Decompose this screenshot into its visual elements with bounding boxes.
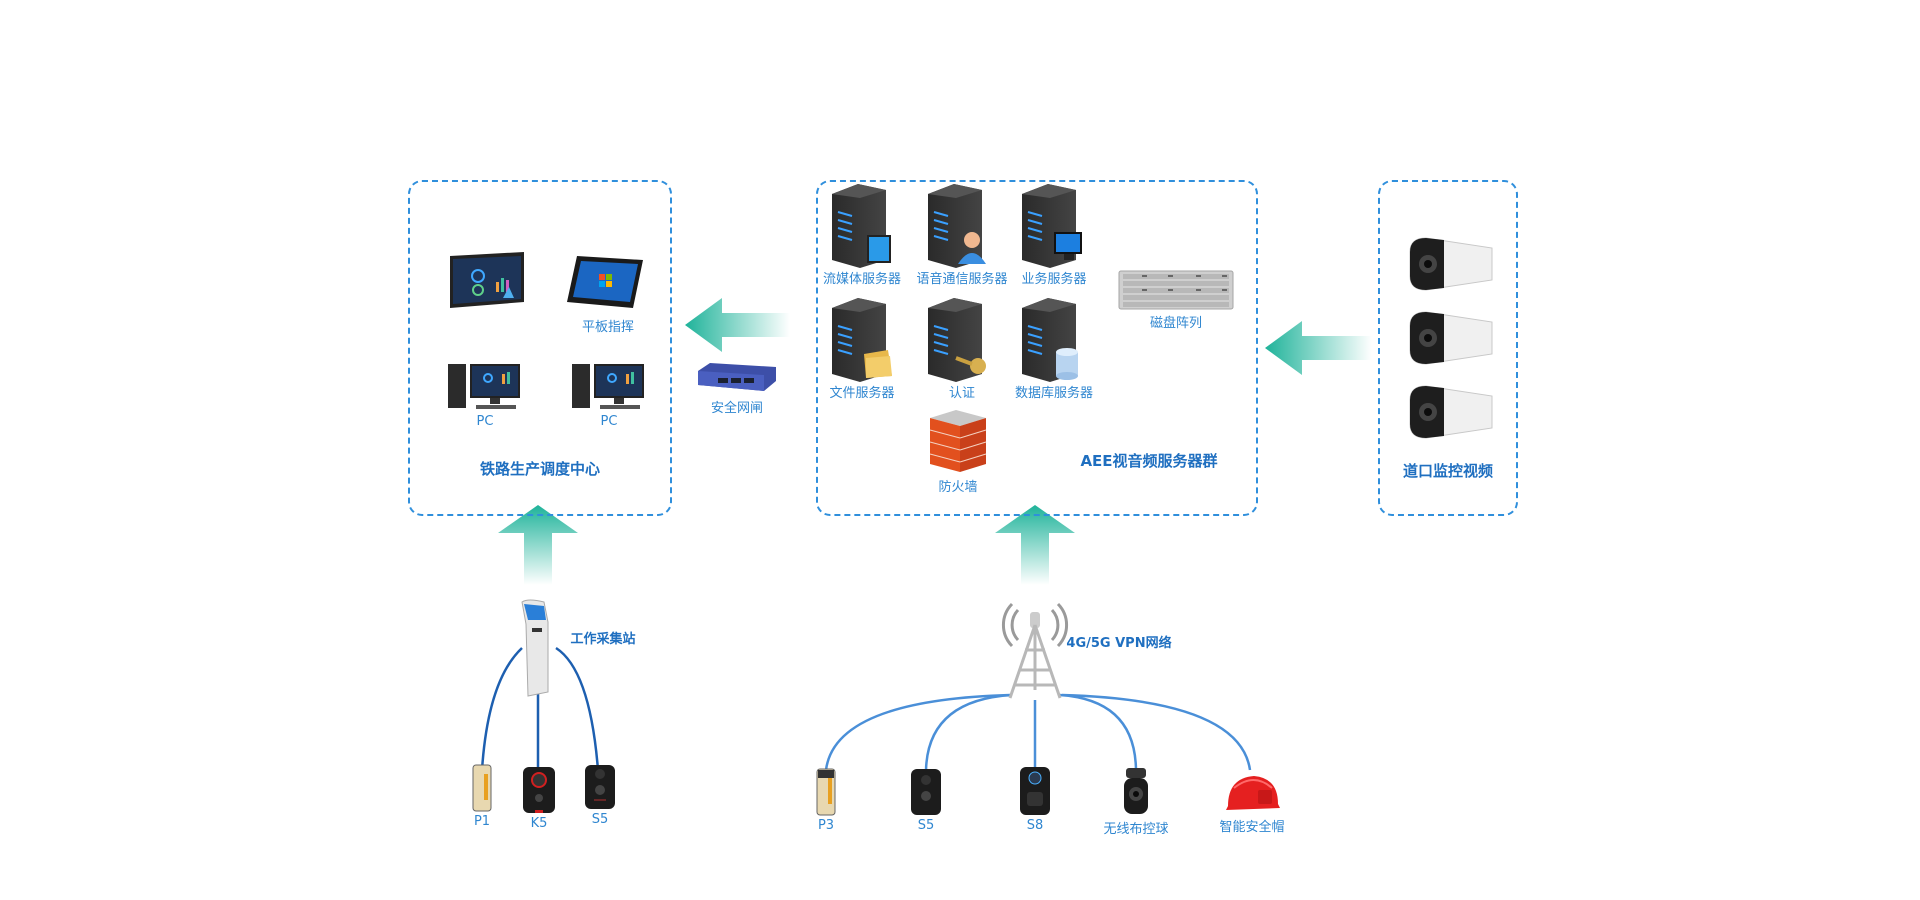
disk-array-label: 磁盘阵列 [1149,316,1202,331]
device-label: S5 [917,818,935,833]
body-camera-icon [522,766,556,814]
pc-icon [446,362,524,412]
device-label: 无线布控球 [1103,822,1169,837]
server-label: 认证 [948,386,975,401]
arrow-network-to-cluster [995,505,1075,585]
device-label: S5 [591,812,609,827]
device-label: K5 [530,816,548,831]
bullet-camera-icon [1404,308,1496,368]
auth-server-icon [926,298,990,382]
tablet-label: 平板指挥 [581,320,634,335]
bullet-camera-icon [1404,382,1496,442]
bullet-camera-icon [1404,234,1496,294]
group-title-server-cluster: AEE视音频服务器群 [1080,452,1218,470]
gateway-label: 安全网闸 [710,401,763,416]
firewall-icon [926,410,990,474]
body-camera-icon [472,764,492,812]
firewall-label: 防火墙 [938,480,978,495]
body-camera-icon [1019,766,1051,816]
tower-links [824,693,1252,771]
group-dispatch-center: 平板指挥 PC PC 铁路生产调度中心 [408,180,672,516]
body-camera-icon [910,768,942,816]
arrow-workstation-to-dispatch [498,505,578,585]
pc-icon [570,362,648,412]
body-camera-icon [584,764,616,810]
disk-array-icon [1118,270,1234,310]
server-label: 语音通信服务器 [916,272,1008,287]
network-label: 4G/5G VPN网络 [1066,636,1172,651]
kiosk-links [480,646,600,772]
tablet-icon [565,254,645,310]
pc-label: PC [600,414,618,429]
voice-server-icon [926,184,990,268]
streaming-server-icon [830,184,894,268]
device-label: 智能安全帽 [1219,820,1285,835]
arrow-cameras-to-cluster [1265,321,1372,375]
body-camera-icon [816,768,836,816]
arrow-center-to-dispatch [685,298,790,352]
switch-icon [698,363,776,391]
cell-tower-icon [1001,602,1069,699]
kiosk-icon [518,598,558,697]
group-server-cluster: 流媒体服务器 语音通信服务器 业务服务器 磁盘阵列 文件服务器 认证 数据库服务… [816,180,1258,516]
ptz-camera-icon [1122,766,1150,816]
workstation-label: 工作采集站 [570,632,636,647]
database-server-icon [1020,298,1084,382]
server-label: 业务服务器 [1021,272,1087,287]
group-title-crossing-video: 道口监控视频 [1402,462,1493,480]
business-server-icon [1020,184,1084,268]
device-label: P1 [473,814,491,829]
pc-label: PC [476,414,494,429]
device-label: S8 [1026,818,1044,833]
display-wall-icon [448,252,526,312]
device-label: P3 [817,818,835,833]
server-label: 流媒体服务器 [822,272,901,287]
group-title-dispatch-center: 铁路生产调度中心 [479,460,600,478]
group-crossing-video: 道口监控视频 [1378,180,1518,516]
server-label: 数据库服务器 [1014,386,1093,401]
file-server-icon [830,298,894,382]
smart-helmet-icon [1224,772,1280,812]
server-label: 文件服务器 [829,386,895,401]
